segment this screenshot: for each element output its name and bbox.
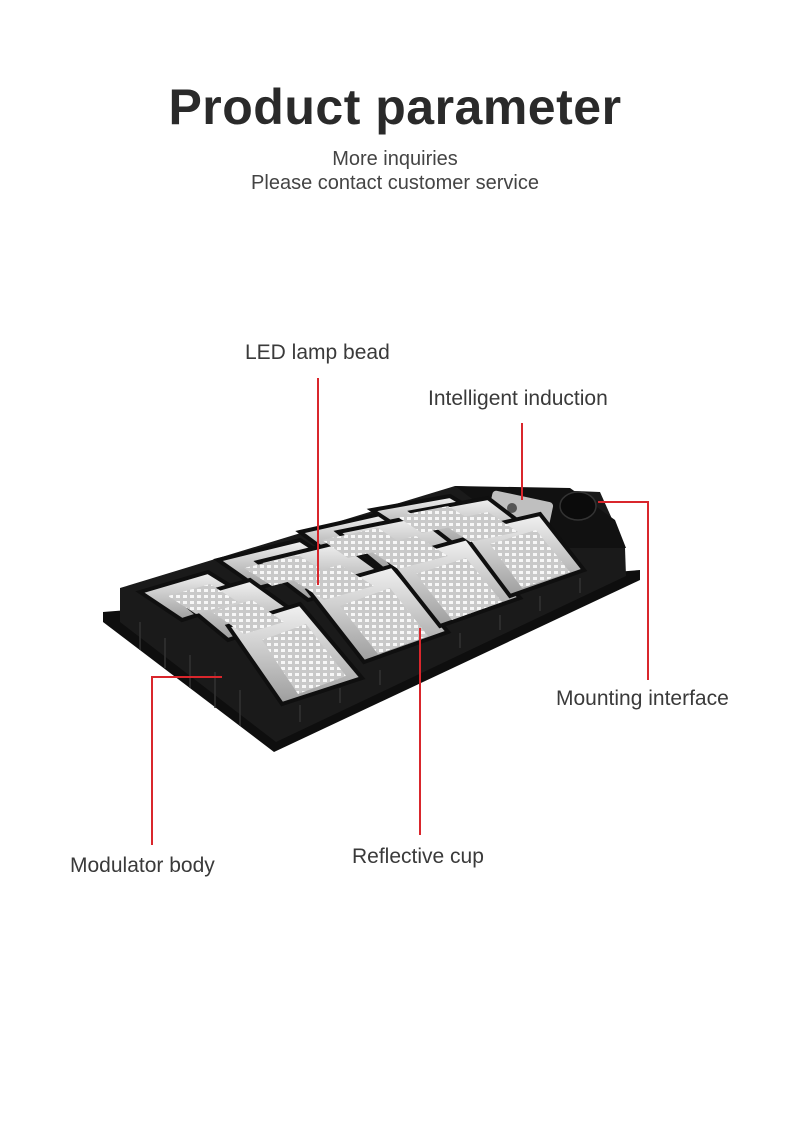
label-modulator-body: Modulator body — [70, 854, 215, 877]
leader-lines — [151, 378, 649, 845]
mounting-pipe — [559, 491, 597, 521]
label-intelligent-induction: Intelligent induction — [428, 387, 608, 410]
led-bead-panels — [168, 506, 570, 694]
pir-sensor — [507, 503, 517, 513]
leader-mount — [598, 501, 649, 680]
leader-mod — [151, 676, 222, 845]
label-led-lamp-bead: LED lamp bead — [245, 341, 390, 364]
subtitle-line-1: More inquiries — [332, 148, 458, 170]
subtitle-line-2: Please contact customer service — [251, 172, 539, 194]
page-title: Product parameter — [168, 79, 622, 135]
label-reflective-cup: Reflective cup — [352, 845, 484, 868]
label-mounting-interface: Mounting interface — [556, 687, 729, 710]
